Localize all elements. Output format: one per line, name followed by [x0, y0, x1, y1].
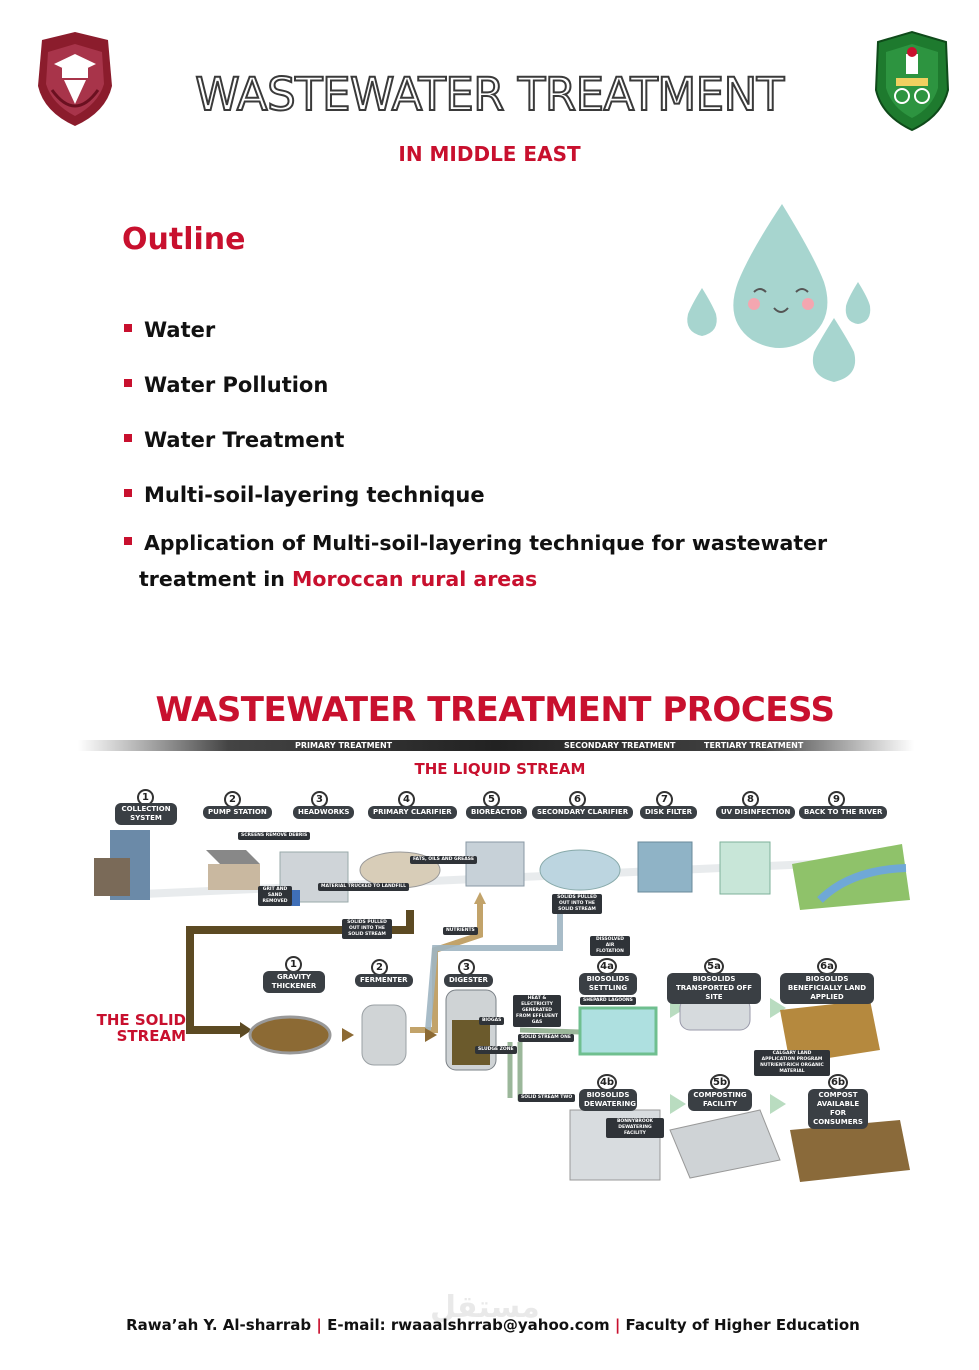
- page-title: WASTEWATER TREATMENT: [194, 67, 785, 122]
- footer: Rawa’ah Y. Al-sharrab | E-mail: rwaaalsh…: [0, 1316, 979, 1334]
- diagram-note: SLUDGE ZONE: [475, 1046, 517, 1054]
- author-email: E-mail: rwaaalshrrab@yahoo.com: [327, 1316, 610, 1334]
- step-label: BIOREACTOR: [466, 806, 527, 819]
- step-label: PUMP STATION: [203, 806, 272, 819]
- author-faculty: Faculty of Higher Education: [625, 1316, 860, 1334]
- diagram-note: SOLIDS PULLED OUT INTO THE SOLID STREAM: [552, 894, 602, 914]
- step-label: BIOSOLIDS DEWATERING: [579, 1089, 637, 1111]
- outline-heading: Outline: [122, 222, 246, 257]
- process-title: WASTEWATER TREATMENT PROCESS: [155, 690, 835, 730]
- step-badge: 1: [137, 789, 154, 806]
- step-label: UV DISINFECTION: [716, 806, 796, 819]
- solid-stream-label: THE SOLID STREAM: [96, 1011, 186, 1045]
- step-label: COMPOST AVAILABLE FOR CONSUMERS: [808, 1089, 868, 1129]
- diagram-note: BONNYBROOK DEWATERING FACILITY: [606, 1118, 664, 1138]
- step-badge: 2: [224, 791, 241, 808]
- outline-item: Water: [124, 318, 215, 342]
- liquid-stream-label: THE LIQUID STREAM: [414, 760, 586, 778]
- treatment-stage-band: PRIMARY TREATMENT SECONDARY TREATMENT TE…: [78, 740, 914, 751]
- bullet-square-icon: [124, 324, 132, 332]
- step-label: GRAVITY THICKENER: [263, 971, 325, 993]
- step-label: BIOSOLIDS TRANSPORTED OFF SITE: [667, 973, 761, 1004]
- step-label: BIOSOLIDS SETTLING: [579, 973, 637, 995]
- diagram-note: SOLID STREAM TWO: [518, 1094, 576, 1102]
- band-label-primary: PRIMARY TREATMENT: [295, 741, 393, 750]
- bullet-square-icon: [124, 489, 132, 497]
- footer-separator: |: [614, 1316, 621, 1334]
- diagram-note: CALGARY LAND APPLICATION PROGRAM NUTRIEN…: [754, 1050, 830, 1076]
- water-drop-illustration: [672, 190, 884, 406]
- bullet-square-icon: [124, 379, 132, 387]
- step-badge: 8: [742, 791, 759, 808]
- step-label: HEADWORKS: [293, 806, 355, 819]
- diagram-note: NUTRIENTS: [443, 927, 478, 935]
- band-label-tertiary: TERTIARY TREATMENT: [704, 741, 804, 750]
- band-label-secondary: SECONDARY TREATMENT: [564, 741, 676, 750]
- highlight-text: Moroccan rural areas: [292, 567, 538, 591]
- diagram-note: MATERIAL TRUCKED TO LANDFILL: [318, 883, 409, 891]
- step-label: BIOSOLIDS BENEFICIALLY LAND APPLIED: [780, 973, 874, 1004]
- step-label: COLLECTION SYSTEM: [115, 803, 177, 825]
- diagram-note: BIOGAS: [479, 1017, 505, 1025]
- step-label: FERMENTER: [355, 974, 413, 987]
- diagram-note: SOLID STREAM ONE: [518, 1034, 574, 1042]
- step-badge: 5b: [710, 1074, 730, 1091]
- step-label: DISK FILTER: [640, 806, 697, 819]
- step-label: BACK TO THE RIVER: [799, 806, 888, 819]
- university-logo-left: [34, 30, 116, 128]
- footer-separator: |: [316, 1316, 322, 1334]
- diagram-note: SHEPARD LAGOONS: [580, 997, 636, 1005]
- outline-item: Water Pollution: [124, 373, 328, 397]
- bullet-square-icon: [124, 434, 132, 442]
- author-name: Rawa’ah Y. Al-sharrab: [126, 1316, 312, 1334]
- bullet-square-icon: [124, 537, 132, 545]
- diagram-note: FATS, OILS AND GREASE: [410, 856, 478, 864]
- university-logo-right: [872, 30, 952, 132]
- step-label: COMPOSTING FACILITY: [688, 1089, 752, 1111]
- diagram-note: SOLIDS PULLED OUT INTO THE SOLID STREAM: [342, 919, 392, 939]
- outline-item: Application of Multi-soil-layering techn…: [124, 531, 827, 555]
- step-label: PRIMARY CLARIFIER: [368, 806, 457, 819]
- diagram-note: SCREENS REMOVE DEBRIS: [238, 832, 311, 840]
- outline-item: Multi-soil-layering technique: [124, 483, 485, 507]
- outline-item-continuation: treatment in Moroccan rural areas: [139, 567, 538, 591]
- diagram-note: DISSOLVED AIR FLOTATION: [590, 936, 630, 956]
- step-label: SECONDARY CLARIFIER: [532, 806, 634, 819]
- diagram-note: GRIT AND SAND REMOVED: [258, 886, 292, 906]
- watermark: مستقل: [430, 1290, 540, 1325]
- step-badge: 4: [398, 791, 415, 808]
- step-label: DIGESTER: [444, 974, 493, 987]
- diagram-note: HEAT & ELECTRICITY GENERATED FROM EFFLUE…: [513, 995, 561, 1027]
- outline-item: Water Treatment: [124, 428, 344, 452]
- page-subtitle: IN MIDDLE EAST: [398, 142, 581, 166]
